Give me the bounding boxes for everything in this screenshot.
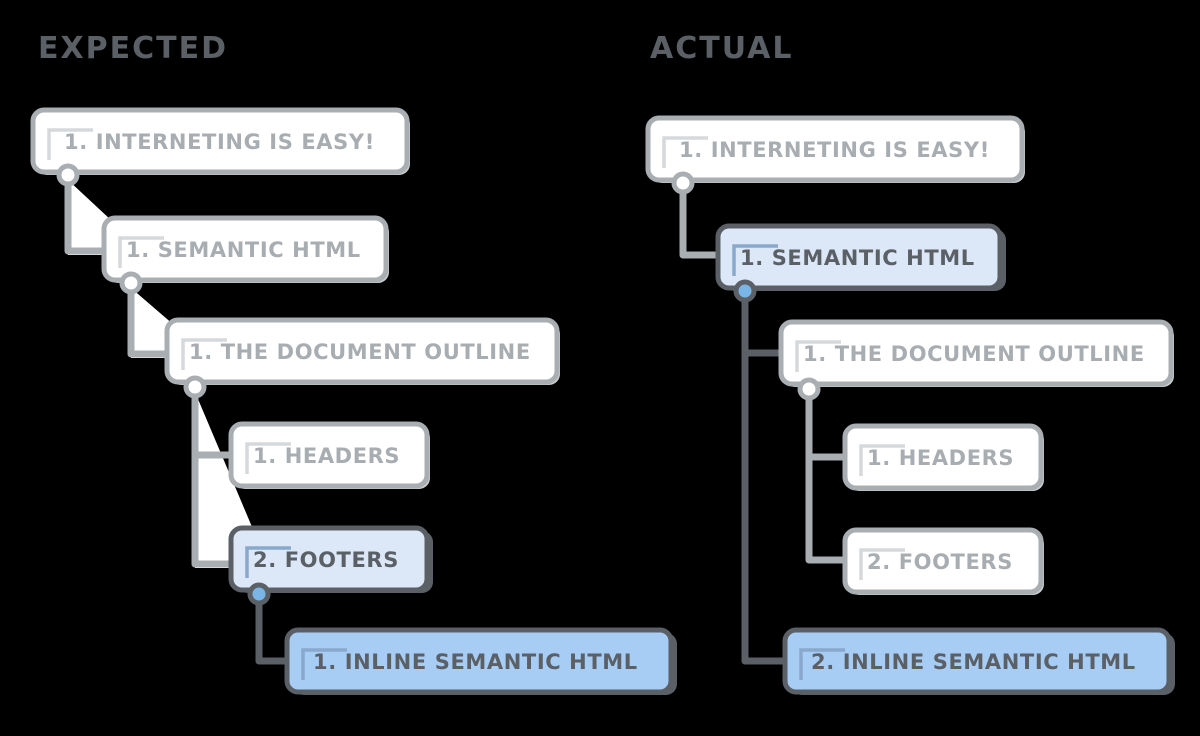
corner-bracket-icon — [245, 546, 259, 578]
column-actual: ACTUAL 1. INTERNETING IS EASY! — [645, 31, 1175, 695]
node-label: 1. HEADERS — [253, 444, 400, 468]
node-act-footers[interactable]: 2. FOOTERS — [842, 527, 1044, 595]
connector-dot[interactable] — [56, 163, 80, 187]
expected-connectors-selected — [255, 590, 295, 665]
node-label: 1. THE DOCUMENT OUTLINE — [189, 340, 531, 364]
corner-bracket-icon — [859, 444, 873, 476]
corner-bracket-icon — [118, 236, 132, 268]
node-label: 1. INLINE SEMANTIC HTML — [313, 650, 638, 674]
node-label: 1. HEADERS — [867, 446, 1014, 470]
actual-connectors — [679, 179, 853, 564]
node-label: 2. FOOTERS — [867, 550, 1013, 574]
node-label: 2. INLINE SEMANTIC HTML — [811, 650, 1136, 674]
corner-bracket-icon — [859, 548, 873, 580]
node-act-semantic[interactable]: 1. SEMANTIC HTML — [715, 223, 1006, 303]
corner-bracket-icon — [732, 244, 746, 276]
node-exp-document-outline[interactable]: 1. THE DOCUMENT OUTLINE — [164, 317, 560, 399]
corner-bracket-icon — [245, 442, 259, 474]
node-act-interneting[interactable]: 1. INTERNETING IS EASY! — [645, 115, 1025, 195]
node-label: 1. INTERNETING IS EASY! — [679, 138, 990, 162]
corner-bracket-icon — [799, 648, 813, 680]
expected-connectors — [64, 171, 239, 568]
connector-dot[interactable] — [797, 377, 821, 401]
corner-bracket-icon — [301, 648, 315, 680]
node-exp-inline-semantic[interactable]: 1. INLINE SEMANTIC HTML — [284, 627, 677, 695]
node-act-inline-semantic[interactable]: 2. INLINE SEMANTIC HTML — [782, 627, 1175, 695]
node-act-headers[interactable]: 1. HEADERS — [842, 423, 1044, 491]
corner-bracket-icon — [47, 128, 61, 160]
node-exp-semantic[interactable]: 1. SEMANTIC HTML — [101, 215, 389, 295]
node-label: 1. INTERNETING IS EASY! — [64, 130, 375, 154]
node-exp-footers[interactable]: 2. FOOTERS — [228, 525, 433, 606]
node-label: 1. SEMANTIC HTML — [126, 238, 361, 262]
node-label: 1. SEMANTIC HTML — [740, 246, 975, 270]
column-expected: EXPECTED — [30, 31, 677, 695]
connector-dot[interactable] — [183, 375, 207, 399]
corner-bracket-icon — [795, 340, 809, 372]
corner-bracket-icon — [181, 338, 195, 370]
connector-dot[interactable] — [733, 279, 757, 303]
node-act-document-outline[interactable]: 1. THE DOCUMENT OUTLINE — [778, 319, 1174, 401]
heading-actual: ACTUAL — [650, 31, 793, 66]
heading-expected: EXPECTED — [38, 31, 228, 66]
connector-dot[interactable] — [671, 171, 695, 195]
node-label: 1. THE DOCUMENT OUTLINE — [803, 342, 1145, 366]
connector-dot[interactable] — [247, 582, 271, 606]
node-exp-headers[interactable]: 1. HEADERS — [228, 421, 430, 489]
node-exp-interneting[interactable]: 1. INTERNETING IS EASY! — [30, 107, 410, 187]
node-label: 2. FOOTERS — [253, 548, 399, 572]
actual-connectors-selected — [741, 287, 793, 665]
corner-bracket-icon — [662, 136, 676, 168]
connector-dot[interactable] — [119, 271, 143, 295]
